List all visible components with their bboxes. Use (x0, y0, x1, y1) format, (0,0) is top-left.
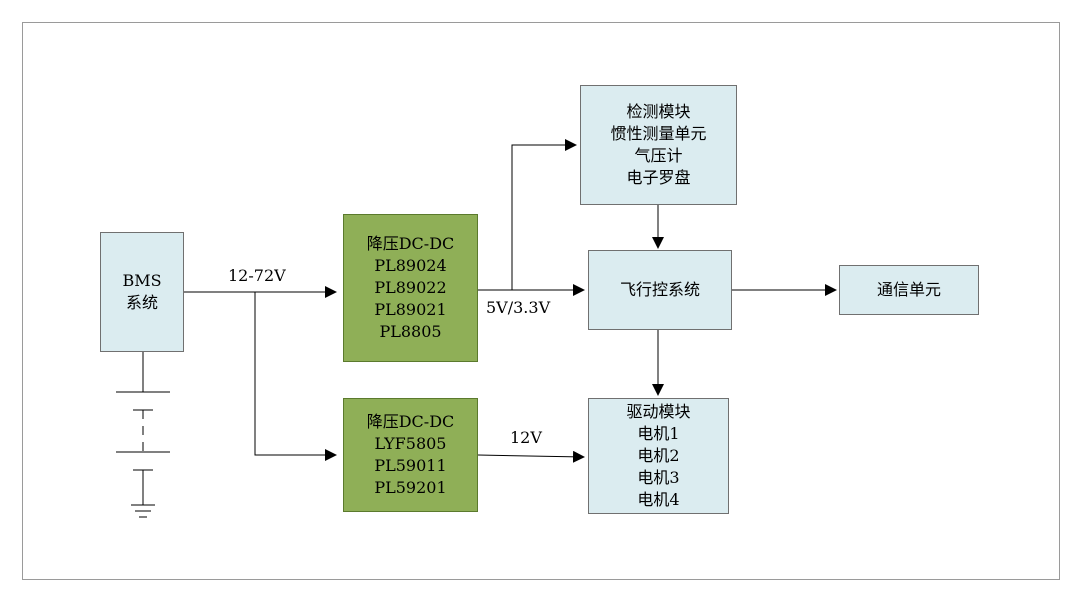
drive-line-5: 电机4 (637, 490, 680, 509)
drive-line-4: 电机3 (637, 468, 680, 487)
buck-12v-part-2: PL59011 (374, 456, 447, 475)
communication-unit-block: 通信单元 (839, 265, 979, 315)
wire-buck-12v-to-drive (477, 450, 585, 463)
buck-main-part-2: PL89022 (374, 278, 447, 297)
sensor-line-4: 电子罗盘 (626, 168, 691, 187)
bms-line-2: 系统 (125, 293, 158, 312)
buck-main-part-1: PL89024 (374, 256, 447, 275)
drive-module-block: 驱动模块 电机1 电机2 电机3 电机4 (588, 398, 729, 514)
buck-main-title: 降压DC-DC (366, 234, 455, 253)
sensor-module-block: 检测模块 惯性测量单元 气压计 电子罗盘 (580, 85, 737, 205)
buck-12v-title: 降压DC-DC (366, 412, 455, 431)
buck-converter-12v-block: 降压DC-DC LYF5805 PL59011 PL59201 (343, 398, 478, 512)
wire-buck-to-sensor (511, 139, 577, 290)
drive-line-3: 电机2 (637, 446, 680, 465)
buck-main-part-3: PL89021 (374, 300, 447, 319)
flight-control-label: 飞行控系统 (619, 280, 700, 299)
bms-line-1: BMS (122, 271, 162, 290)
buck-main-part-4: PL8805 (379, 322, 442, 341)
drive-line-2: 电机1 (637, 424, 680, 443)
drive-voltage-label: 12V (510, 428, 542, 447)
buck-converter-main-block: 降压DC-DC PL89024 PL89022 PL89021 PL8805 (343, 214, 478, 362)
bms-block: BMS 系统 (100, 232, 184, 352)
buck-12v-part-3: PL59201 (374, 478, 447, 497)
flight-control-block: 飞行控系统 (588, 250, 732, 330)
battery-symbol (116, 352, 170, 518)
drive-line-1: 驱动模块 (626, 402, 691, 421)
input-voltage-label: 12-72V (228, 266, 286, 285)
sensor-line-1: 检测模块 (626, 102, 691, 121)
buck-12v-part-1: LYF5805 (374, 434, 447, 453)
sensor-line-2: 惯性测量单元 (610, 124, 707, 143)
logic-voltage-label: 5V/3.3V (486, 298, 551, 317)
wire-bms-to-buck-12v (254, 292, 337, 461)
diagram-frame (22, 22, 1060, 580)
sensor-line-3: 气压计 (634, 146, 683, 165)
comm-label: 通信单元 (876, 280, 941, 299)
